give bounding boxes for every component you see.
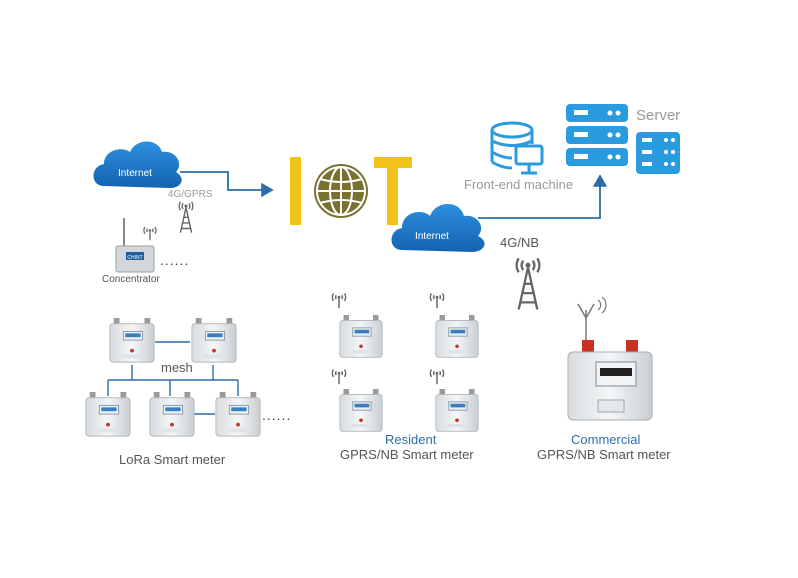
lora-meter-3 [85,392,131,437]
resident-wifi-icon-2 [429,292,445,309]
server-icon [566,104,680,174]
concentrator-ellipsis: ...... [160,252,189,268]
net-4g-gprs-label: 4G/GPRS [168,189,213,200]
server-label: Server [636,107,681,124]
lora-ellipsis: ...... [262,407,291,423]
frontend-machine-icon [490,121,544,175]
left-internet-cloud [93,141,182,188]
cloud-to-server-arrow [478,174,608,219]
resident-wifi-icon-3 [331,368,347,385]
lora-meter-1 [109,318,155,363]
resident-meter-2 [435,314,479,358]
mesh-label: mesh [161,360,193,375]
center-internet-cloud [391,204,485,252]
left-cloud-label: Internet [118,168,152,179]
concentrator-label: Concentrator [102,274,160,285]
lora-meter-2 [191,318,237,363]
lora-meter-label: LoRa Smart meter [119,452,226,467]
net-4g-nb-label: 4G/NB [500,235,540,250]
cloud-to-iot-arrow [180,171,274,198]
frontend-machine-label: Front-end machine [464,177,574,192]
tower-4g-gprs-icon [178,201,194,234]
commercial-subtitle: GPRS/NB Smart meter [537,447,671,462]
resident-wifi-icon-4 [429,368,445,385]
lora-mesh-lines [107,341,239,415]
concentrator-badge-text: CHINT [127,255,142,261]
resident-subtitle: GPRS/NB Smart meter [340,447,474,462]
resident-title: Resident [385,432,437,447]
center-cloud-label: Internet [415,231,449,242]
tower-4g-nb-icon [515,256,541,311]
commercial-title: Commercial [571,432,641,447]
iot-logo [290,157,412,225]
commercial-meter [567,296,653,421]
lora-meter-5 [215,392,261,437]
resident-meter-3 [339,388,383,432]
lora-meter-4 [149,392,195,437]
resident-meter-4 [435,388,479,432]
resident-wifi-icon-1 [331,292,347,309]
resident-meter-1 [339,314,383,358]
concentrator-wifi-icon [143,226,157,241]
concentrator-device: CHINT [115,218,155,273]
